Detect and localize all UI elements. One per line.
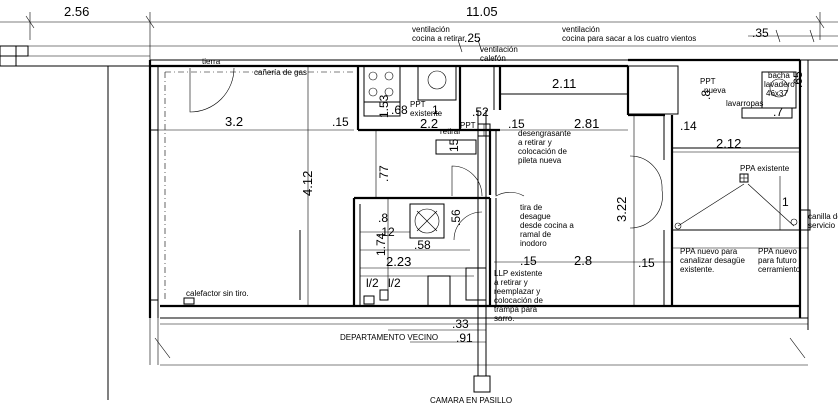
note-ppa-nuevo2-1: PPA nuevo <box>758 247 798 256</box>
note-desengrasante-2: a retirar y <box>518 138 552 147</box>
note-bacha-2: lavadero <box>764 80 795 89</box>
dim-68: .68 <box>391 103 408 117</box>
note-desengrasante-3: colocación de <box>518 147 567 156</box>
note-tira-1: tira de <box>520 203 543 212</box>
note-calefactor: calefactor sin tiro. <box>186 289 249 298</box>
dim-33: .33 <box>452 317 469 331</box>
dim-77: .77 <box>377 165 391 182</box>
note-ppt-existente-2: existente <box>410 109 443 118</box>
note-vent-sacar-2: cocina para sacar a los cuatro vientos <box>562 34 696 43</box>
note-ppt-retirar-1: PPT <box>460 121 476 130</box>
dim-7: .7 <box>773 105 783 119</box>
note-bacha-3: 46x37 <box>766 89 788 98</box>
dim-top-left: 2.56 <box>64 4 89 19</box>
note-tira-2: desague <box>520 212 551 221</box>
dim-8: .8 <box>378 211 388 225</box>
note-desengrasante-1: desengrasante <box>518 129 571 138</box>
note-bacha-1: bacha <box>768 71 790 80</box>
dim-4-12: 4.12 <box>300 171 315 196</box>
dim-58: .58 <box>414 238 431 252</box>
note-llp-4: colocación de <box>494 296 543 305</box>
note-vent-sacar-1: ventilación <box>562 25 600 34</box>
dim-l2-b: l/2 <box>388 276 401 290</box>
note-ppa-nuevo2-2: para futuro <box>758 256 797 265</box>
dim-2-81: 2.81 <box>574 116 599 131</box>
note-lavarropas: lavarropas <box>726 99 763 108</box>
laundry-fixtures <box>674 71 811 231</box>
dim-l2-a: l/2 <box>366 276 379 290</box>
dim-15-d: .15 <box>638 256 655 270</box>
note-vent-cocina-retirar-2: cocina a retirar <box>412 34 465 43</box>
top-dimension-lines <box>0 12 838 60</box>
doors <box>189 67 663 241</box>
note-ppt-nueva-1: PPT <box>700 77 716 86</box>
note-canilla-1: canilla de <box>808 212 838 221</box>
note-tira-4: ramal de <box>520 230 552 239</box>
note-llp-5: trampa para <box>494 305 538 314</box>
plumbing-lines <box>299 110 808 393</box>
note-llp-1: LLP existente <box>494 269 543 278</box>
note-ppa-nuevo1-2: canalizar desagüe <box>680 256 745 265</box>
dim-91: .91 <box>456 331 473 345</box>
note-llp-6: sarro. <box>494 314 514 323</box>
note-tira-3: desde cocina a <box>520 221 574 230</box>
dim-52: .52 <box>472 105 489 119</box>
dim-3-22: 3.22 <box>614 197 629 222</box>
note-ppt-existente-1: PPT <box>410 100 426 109</box>
dim-2-2: 2.2 <box>420 116 438 131</box>
dim-top-total: 11.05 <box>466 4 498 19</box>
dim-14: .14 <box>680 119 697 133</box>
note-ppa-nuevo1-3: existente. <box>680 265 714 274</box>
dim-2-11: 2.11 <box>552 76 576 91</box>
kitchen-fixtures <box>363 65 679 155</box>
dim-1: 1 <box>432 103 439 117</box>
dim-2-8: 2.8 <box>574 253 592 268</box>
note-llp-3: reemplazar y <box>494 287 540 296</box>
note-ppa-nuevo1-1: PPA nuevo para <box>680 247 738 256</box>
note-ppa-existente: PPA existente <box>740 164 790 173</box>
dim-1-53: 1.53 <box>377 94 391 118</box>
dim-1-74: 1.74 <box>374 232 388 256</box>
dim-15-a: .15 <box>332 115 349 129</box>
left-facade <box>0 45 171 400</box>
note-camara: CAMARA EN PASILLO <box>430 396 512 405</box>
dim-2-12: 2.12 <box>716 136 741 151</box>
dim-3-2: 3.2 <box>225 114 243 129</box>
dim-25: .25 <box>464 31 481 45</box>
dim-2-23: 2.23 <box>386 254 411 269</box>
note-tira-5: inodoro <box>520 239 547 248</box>
dim-1-side: 1 <box>782 195 789 209</box>
note-llp-2: a retirar y <box>494 278 528 287</box>
dim-65: .65 <box>791 71 805 88</box>
dim-15-b: .15 <box>508 117 525 131</box>
note-tierra: tierra <box>202 57 221 66</box>
dim-12: .12 <box>378 225 395 239</box>
dim-56: .56 <box>449 209 463 226</box>
note-canilla-2: servicio <box>808 221 836 230</box>
note-desengrasante-4: pileta nueva <box>518 156 562 165</box>
note-ppt-retirar-2: retirar <box>440 127 461 136</box>
dim-35: .35 <box>752 26 769 40</box>
dim-15-c: .15 <box>520 254 537 268</box>
note-caneria-gas: cañería de gas <box>254 68 307 77</box>
note-vent-cocina-retirar-1: ventilación <box>412 25 450 34</box>
note-depto-vecino: DEPARTAMENTO VECINO <box>340 333 438 342</box>
note-ppt-nueva-2: nueva <box>704 86 726 95</box>
note-vent-calefon-2: calefón <box>480 54 506 63</box>
dim-8-side: .8 <box>699 90 713 100</box>
dimension-lines <box>158 66 800 343</box>
note-vent-calefon-1: ventilación <box>480 45 518 54</box>
note-ppa-nuevo2-3: cerramiento <box>758 265 801 274</box>
dim-15-e: 15 <box>447 138 461 152</box>
